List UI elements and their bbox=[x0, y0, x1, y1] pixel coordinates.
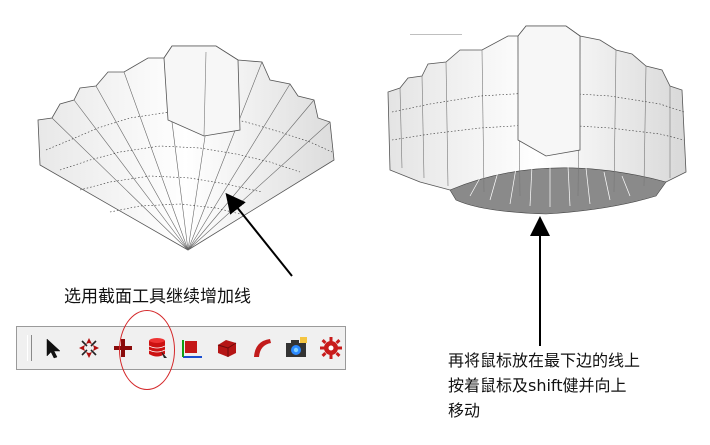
right-3d-model bbox=[387, 25, 687, 215]
highlight-circle bbox=[119, 310, 175, 390]
axis-box-icon[interactable] bbox=[178, 333, 207, 363]
modeling-toolbar bbox=[16, 326, 346, 370]
right-caption-line-3: 移动 bbox=[448, 401, 481, 420]
toolbar-grip[interactable] bbox=[27, 335, 32, 361]
extrude-shape-icon[interactable] bbox=[213, 333, 242, 363]
right-caption-line-2: 按着鼠标及shift健并向上 bbox=[448, 376, 627, 395]
decorative-line bbox=[410, 34, 462, 35]
camera-render-icon[interactable] bbox=[282, 333, 311, 363]
left-caption: 选用截面工具继续增加线 bbox=[64, 287, 251, 307]
move-gizmo-icon[interactable] bbox=[74, 333, 103, 363]
settings-gear-icon[interactable] bbox=[316, 333, 345, 363]
right-caption: 再将鼠标放在最下边的线上 按着鼠标及shift健并向上 移动 bbox=[448, 348, 640, 423]
right-caption-line-1: 再将鼠标放在最下边的线上 bbox=[448, 351, 641, 370]
select-arrow-icon[interactable] bbox=[40, 333, 69, 363]
bend-shape-icon[interactable] bbox=[247, 333, 276, 363]
left-3d-model bbox=[37, 45, 335, 251]
